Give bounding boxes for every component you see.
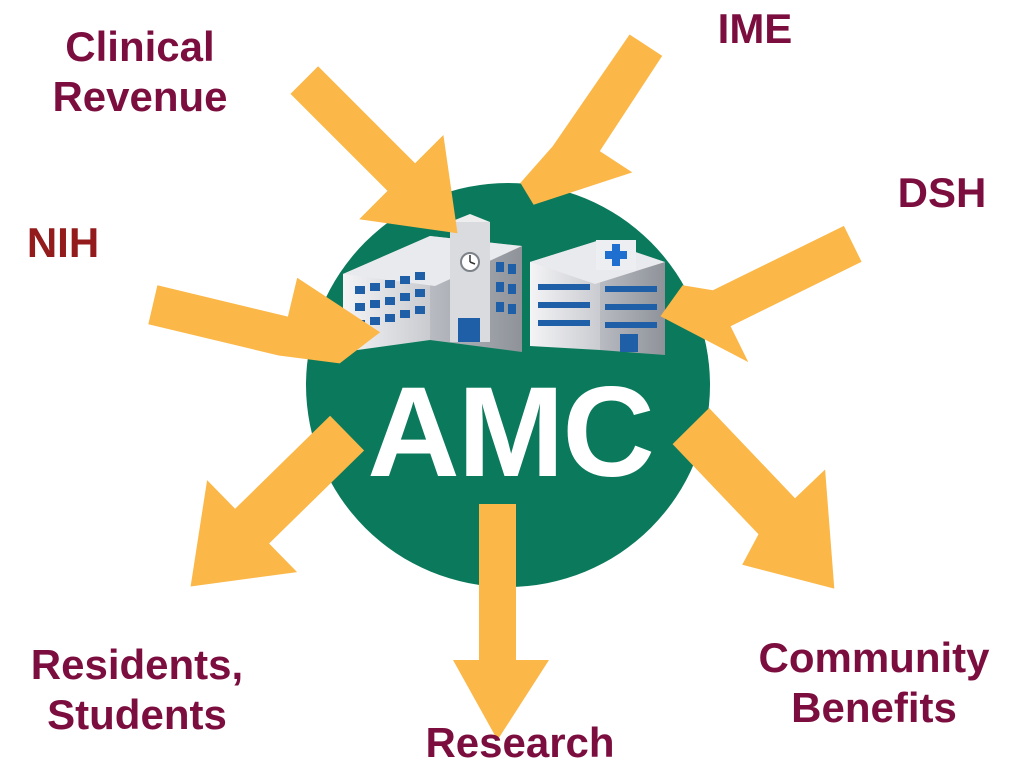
label-clinical-revenue-line2: Revenue [52, 73, 228, 120]
label-nih-text: NIH [26, 219, 100, 266]
arrow-ime [520, 34, 663, 205]
arrow-clinical-revenue [290, 66, 458, 234]
university-hospital-icon [343, 214, 522, 352]
amc-center-label: AMC [367, 361, 655, 504]
label-dsh: DSH [872, 168, 1012, 218]
label-clinical-revenue-line1: Clinical [65, 23, 215, 70]
arrow-dsh [660, 225, 862, 363]
label-ime: IME [690, 4, 820, 54]
label-ime-text: IME [717, 5, 793, 52]
outgoing-arrows [190, 408, 835, 740]
arrow-residents-students [190, 415, 365, 587]
arrow-nih [148, 277, 381, 364]
label-research-text: Research [425, 719, 615, 764]
label-research: Research [395, 718, 645, 764]
label-clinical-revenue: Clinical Revenue [30, 22, 250, 122]
label-community-benefits-line2: Benefits [791, 684, 957, 731]
label-community-benefits-line1: Community [758, 634, 990, 681]
label-residents-students-line2: Students [47, 691, 227, 738]
label-residents-students: Residents, Students [6, 640, 268, 740]
label-nih: NIH [8, 218, 118, 268]
hospital-icon [530, 240, 665, 355]
incoming-arrows [148, 34, 862, 364]
arrow-research [453, 504, 549, 740]
label-community-benefits: Community Benefits [738, 633, 1010, 733]
label-dsh-text: DSH [897, 169, 987, 216]
arrow-community-benefits [672, 408, 835, 589]
label-residents-students-line1: Residents, [30, 641, 244, 688]
